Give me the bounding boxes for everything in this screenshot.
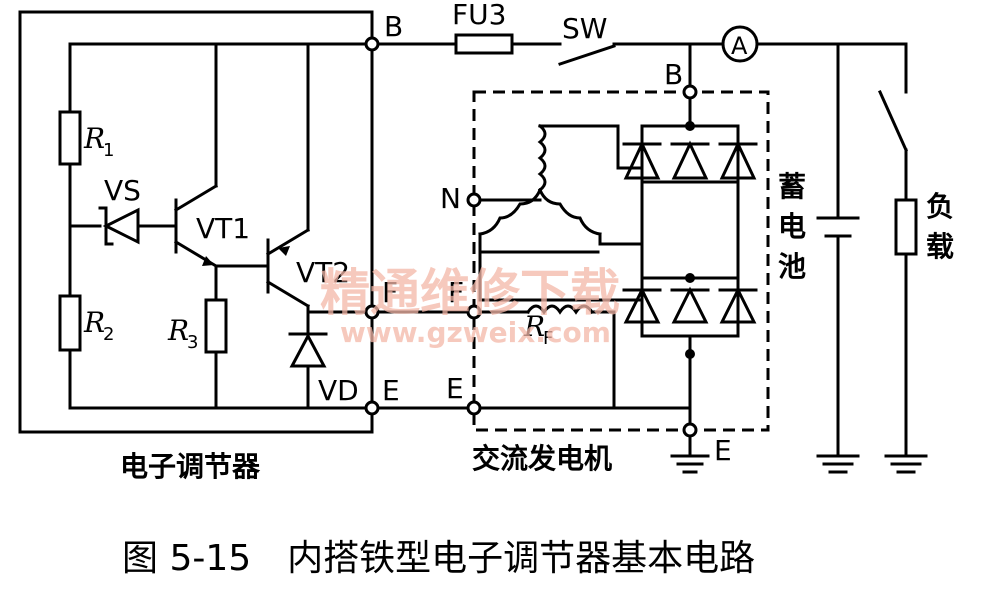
terminal-n (466, 192, 482, 208)
label-r1: R (83, 122, 105, 155)
regulator-box-outline (18, 10, 374, 434)
rectifier-bridge (640, 124, 740, 338)
label-f-alternator: F (448, 276, 464, 309)
battery-and-load (816, 42, 928, 474)
label-vt1: VT1 (196, 212, 250, 245)
regulator-internals (58, 42, 374, 410)
terminal-f-alternator (466, 304, 482, 320)
lower-diodes (622, 276, 758, 324)
stator-winding-c (538, 188, 602, 236)
label-fu3: FU3 (452, 0, 506, 31)
stator-winding-a (537, 123, 547, 193)
label-b-regulator: B (384, 10, 403, 43)
label-r2-sub: 2 (103, 324, 114, 345)
terminal-e-regulator (364, 400, 380, 416)
figure-caption: 图 5-15 内搭铁型电子调节器基本电路 (122, 538, 755, 579)
alternator-internals (472, 42, 758, 474)
label-regulator-box: 电子调节器 (120, 450, 261, 483)
label-load-1: 负 (926, 190, 954, 223)
load-switch (878, 90, 908, 152)
label-e-ground: E (714, 434, 732, 467)
label-vt2: VT2 (296, 256, 350, 289)
terminal-b-alternator (682, 84, 698, 100)
sw-switch (558, 44, 616, 66)
terminal-f-regulator (364, 304, 380, 320)
label-load-2: 载 (926, 230, 954, 263)
label-alternator-box: 交流发电机 (472, 442, 612, 475)
terminal-e-ground (682, 422, 698, 438)
watermark-url: www.gzweix.com (340, 316, 611, 349)
label-battery-1: 蓄 (778, 170, 806, 203)
label-e-regulator: E (382, 374, 400, 407)
external-wiring (370, 25, 908, 410)
label-r1-sub: 1 (103, 140, 114, 161)
label-ammeter: A (731, 32, 748, 60)
label-b-alternator: B (664, 58, 683, 91)
label-vs: VS (104, 174, 141, 207)
label-rf: R (523, 310, 545, 343)
vt2-transistor (265, 227, 311, 309)
vd-diode (288, 310, 328, 410)
label-sw: SW (562, 12, 607, 45)
field-winding (525, 304, 595, 315)
load-resistor (894, 198, 918, 256)
r1-resistor (58, 110, 82, 166)
r3-resistor (204, 298, 228, 354)
vs-zener-diode (98, 206, 140, 246)
label-n: N (440, 182, 461, 215)
label-r2: R (83, 306, 105, 339)
stator-winding-b (478, 188, 542, 236)
terminal-e-alternator (466, 400, 482, 416)
label-battery-2: 电 (778, 210, 806, 243)
label-vd: VD (318, 374, 359, 407)
terminal-b-regulator (364, 36, 380, 52)
watermark-cn: 精通维修下载 (320, 264, 620, 322)
label-f-regulator: F (382, 276, 398, 309)
label-e-alternator: E (446, 372, 464, 405)
alternator-box-outline (472, 90, 770, 432)
label-r3-sub: 3 (187, 332, 198, 353)
label-rf-sub: F (543, 328, 553, 349)
fu3-fuse (454, 33, 514, 55)
upper-diodes (622, 140, 758, 184)
label-battery-3: 池 (778, 250, 806, 283)
r2-resistor (58, 294, 82, 352)
vt1-transistor (173, 183, 219, 269)
label-r3: R (167, 314, 189, 347)
